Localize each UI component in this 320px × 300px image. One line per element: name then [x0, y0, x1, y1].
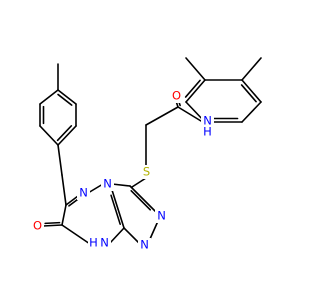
halo	[138, 238, 151, 252]
molecule-diagram: N H O S N N N N N H O	[31, 57, 262, 252]
halo	[155, 209, 168, 223]
halo	[98, 237, 111, 250]
ring-bond	[185, 79, 206, 103]
ring-bond	[240, 84, 257, 103]
ring-bond	[57, 89, 77, 105]
bond	[57, 144, 63, 176]
amide-hydrogen-label: H	[203, 125, 212, 139]
ring-nitrogen-label: N	[157, 209, 166, 223]
methyl-bond	[185, 57, 206, 81]
ring-bond	[111, 183, 131, 187]
ring-bond	[61, 204, 67, 226]
ring-bond	[39, 125, 59, 146]
ring-bond	[109, 227, 125, 244]
ring-bond	[39, 89, 59, 105]
amide-nitrogen-label: N	[203, 114, 212, 128]
bond	[131, 177, 147, 188]
ketone-oxygen-label: O	[33, 219, 42, 233]
halo	[170, 89, 183, 103]
ring-bond	[68, 198, 79, 207]
ring-bond	[123, 227, 141, 245]
bond	[145, 106, 179, 126]
ring-bond	[130, 189, 152, 211]
halo	[31, 219, 44, 233]
bond	[61, 174, 67, 206]
halo	[101, 177, 114, 191]
ring-bond	[57, 93, 73, 106]
ring-bond	[57, 125, 77, 146]
sulfur-label: S	[143, 165, 150, 179]
bond-layer	[39, 57, 262, 245]
ring-nh-hydrogen-label: H	[89, 236, 98, 250]
amide-bond	[177, 106, 202, 122]
methyl-bond	[241, 57, 262, 81]
atom-label-layer: N H O S N N N N N H O	[31, 89, 214, 252]
ring-bond	[149, 220, 159, 240]
ring-bond	[129, 185, 156, 212]
halo	[88, 237, 99, 250]
ring-nh-nitrogen-label: N	[100, 236, 109, 250]
ring-bond	[241, 101, 262, 123]
molecule-structure: N H O S N N N N N H O	[31, 57, 262, 252]
ring-bond	[87, 183, 104, 194]
amide-oxygen-label: O	[172, 89, 181, 103]
halo	[77, 186, 90, 200]
ring-bond	[61, 224, 91, 245]
ring-bond	[110, 194, 121, 225]
ring-bond	[111, 189, 125, 229]
halo	[201, 126, 214, 139]
ring-nitrogen-label: N	[103, 177, 112, 191]
ring-bond	[184, 79, 201, 98]
carbonyl-bond	[42, 224, 63, 227]
halo	[140, 165, 153, 179]
ring-bond	[241, 79, 262, 103]
ring-nitrogen-label: N	[79, 186, 88, 200]
halo	[201, 114, 214, 127]
carbonyl-bond	[44, 221, 61, 225]
ring-nitrogen-label: N	[140, 238, 149, 252]
ring-bond	[65, 195, 79, 206]
ring-bond	[56, 125, 73, 142]
